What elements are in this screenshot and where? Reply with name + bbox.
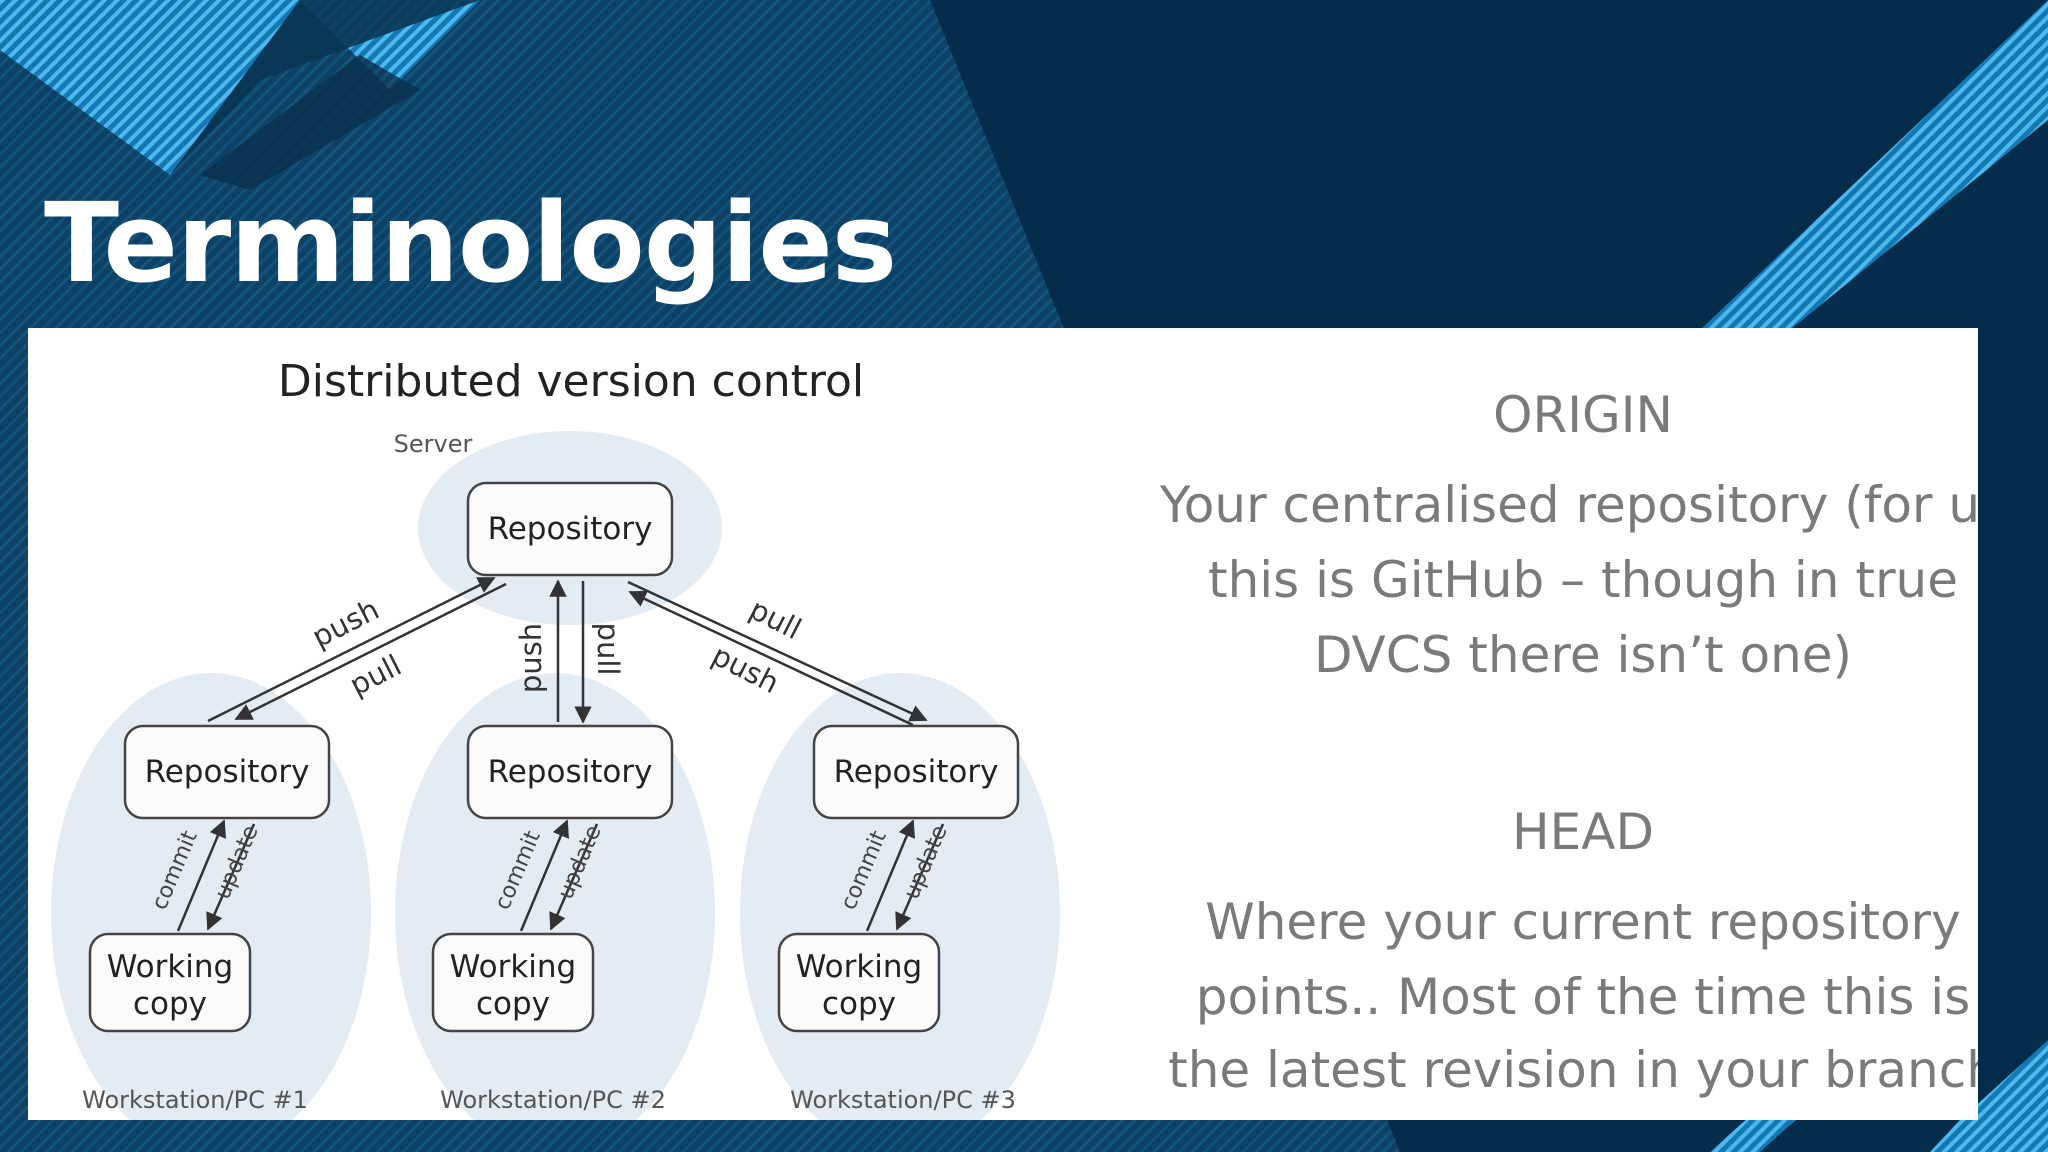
- head-definition-line-2: points.. Most of the time this is: [1195, 968, 1971, 1026]
- left-push-arrow: [207, 576, 496, 723]
- workstation-2-working-copy-box: [431, 932, 595, 1033]
- mid-pull-label: pull: [591, 623, 625, 676]
- origin-definition-line-2: this is GitHub – though in true: [1208, 551, 1958, 609]
- workstation-1-working-label: Working: [107, 949, 233, 985]
- content-panel: Distributed version control Server Repos…: [28, 328, 1978, 1120]
- server-label: Server: [394, 430, 473, 458]
- workstation-2-update-arrow: [549, 823, 599, 931]
- head-definition-line-3: the latest revision in your branch: [1168, 1041, 1978, 1099]
- workstation-1-working-copy-box: [88, 932, 252, 1033]
- workstation-1-label: Workstation/PC #1: [82, 1086, 308, 1114]
- origin-heading: ORIGIN: [1493, 386, 1673, 444]
- right-push-arrow: [628, 590, 914, 727]
- workstation-3-repository-box: [812, 724, 1020, 820]
- mid-push-label: push: [514, 623, 548, 693]
- right-pull-label: pull: [744, 592, 807, 646]
- slide-title: Terminologies: [44, 179, 897, 307]
- workstation-3-update-arrow: [895, 823, 945, 931]
- server-repository-label: Repository: [488, 511, 653, 547]
- left-push-label: push: [306, 592, 384, 654]
- workstation-2-copy-label: copy: [476, 986, 550, 1022]
- workstation-2-repository-label: Repository: [488, 754, 653, 790]
- workstation-2-working-label: Working: [450, 949, 576, 985]
- origin-definition-line-1: Your centralised repository (for us: [1159, 476, 1978, 534]
- server-repository-box: [466, 481, 674, 577]
- workstation-2-label: Workstation/PC #2: [440, 1086, 666, 1114]
- workstation-2-commit-arrow: [519, 819, 569, 932]
- workstation-1-update-arrow: [206, 823, 256, 931]
- left-pull-label: pull: [344, 648, 407, 702]
- diagram-title: Distributed version control: [278, 356, 864, 407]
- right-pull-arrow: [627, 580, 928, 722]
- workstation-3: Repository commit update Working copy Wo…: [777, 724, 1020, 1114]
- dvcs-diagram: Distributed version control Server Repos…: [51, 356, 1060, 1120]
- workstation-1-copy-label: copy: [133, 986, 207, 1022]
- workstation-3-working-copy-box: [777, 932, 941, 1033]
- terminology-definitions: ORIGIN Your centralised repository (for …: [1103, 328, 1978, 1120]
- workstation-1-repository-label: Repository: [145, 754, 310, 790]
- left-pull-arrow: [234, 582, 507, 721]
- workstation-3-commit-arrow: [865, 819, 915, 932]
- workstation-3-repository-label: Repository: [834, 754, 999, 790]
- workstation-3-copy-label: copy: [822, 986, 896, 1022]
- workstation-3-label: Workstation/PC #3: [790, 1086, 1016, 1114]
- workstation-1-repository-box: [123, 724, 331, 820]
- workstation-2-repository-box: [466, 724, 674, 820]
- origin-definition-line-3: DVCS there isn’t one): [1313, 626, 1853, 684]
- head-definition-line-1: Where your current repository: [1205, 893, 1961, 951]
- head-heading: HEAD: [1512, 803, 1654, 861]
- workstation-3-working-label: Working: [796, 949, 922, 985]
- workstation-1-commit-arrow: [176, 819, 226, 932]
